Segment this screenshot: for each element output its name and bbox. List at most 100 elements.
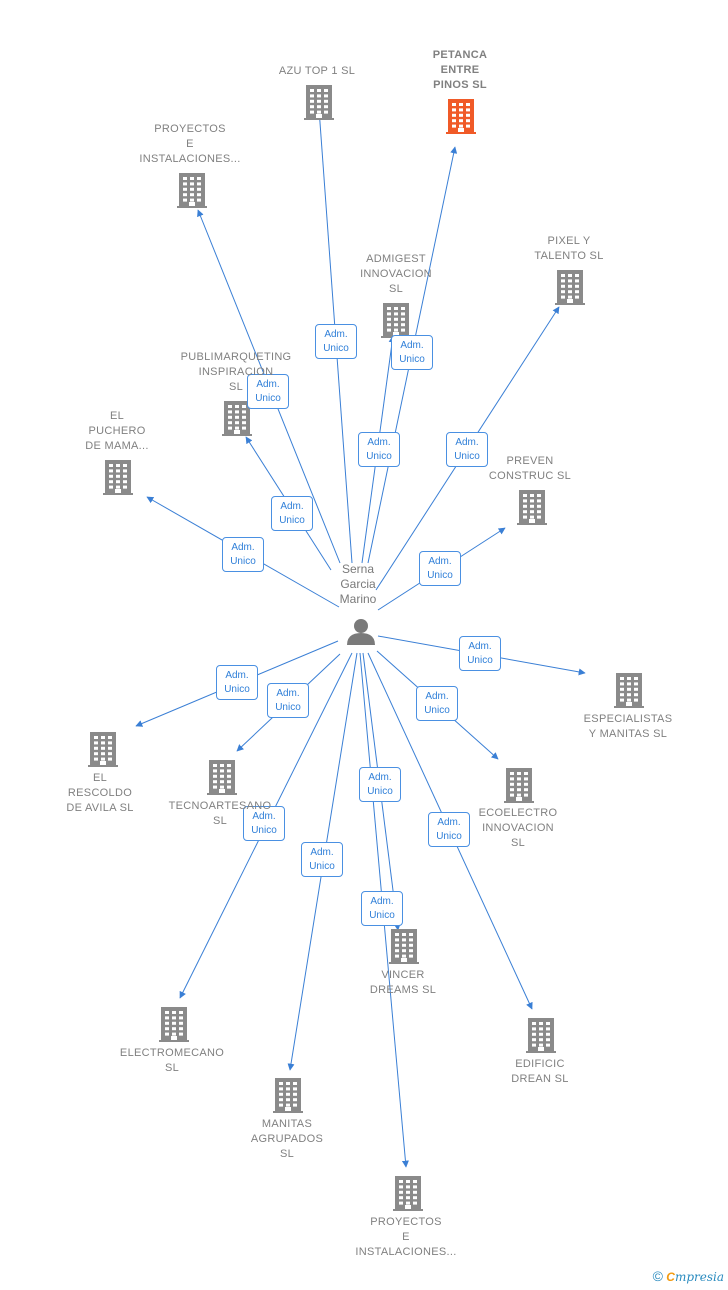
edge-label-line: Unico bbox=[230, 556, 256, 567]
edge-label-line: Unico bbox=[399, 354, 425, 365]
company-label-line: MANITAS bbox=[261, 1118, 313, 1130]
edge-label-publimarqueting-inspiracion: Adm.Unico bbox=[271, 496, 313, 531]
edge-label-line: Unico bbox=[224, 684, 250, 695]
company-label-line: PINOS SL bbox=[433, 79, 487, 91]
company-label-line: ECOELECTRO bbox=[478, 807, 558, 819]
edge-label-tecnoartesano: Adm. Unico bbox=[267, 683, 309, 718]
edge-label-pixel-y-talento: Adm. Unico bbox=[446, 432, 488, 467]
company-label-line: INSTALACIONES... bbox=[139, 153, 241, 165]
edge-label-preven-construc: Adm.Unico bbox=[419, 551, 461, 586]
edge-label-line: Unico bbox=[323, 343, 349, 354]
company-label-line: EL bbox=[92, 772, 108, 784]
company-label-line: SL bbox=[164, 1062, 180, 1074]
company-label-especialistas-y-manitas[interactable]: ESPECIALISTAS Y MANITAS SL bbox=[584, 712, 673, 742]
company-label-proyectos-instalaciones-bottom[interactable]: PROYECTOS E INSTALACIONES... bbox=[355, 1215, 456, 1260]
edge-label-line: Adm. bbox=[370, 896, 394, 907]
company-label-line: Y MANITAS SL bbox=[588, 728, 668, 740]
company-label-line: PREVEN bbox=[506, 455, 554, 467]
edge-label-el-puchero-de-mama: Adm. Unico bbox=[222, 537, 264, 572]
company-label-line: DE MAMA... bbox=[85, 440, 149, 452]
company-label-tecnoartesano[interactable]: TECNOARTESANO SL bbox=[169, 799, 272, 829]
company-label-petanca-entre-pinos[interactable]: PETANCA ENTRE PINOS SL bbox=[433, 48, 487, 93]
company-label-line: E bbox=[186, 138, 194, 150]
edge-label-line: Adm. bbox=[455, 437, 479, 448]
company-label-azu-top-1[interactable]: AZU TOP 1 SL bbox=[279, 64, 355, 79]
edge-label-line: Unico bbox=[454, 451, 480, 462]
edge-label-line: Adm. bbox=[425, 691, 449, 702]
company-label-line: EDIFICIC bbox=[515, 1058, 565, 1070]
company-label-line: INNOVACION bbox=[360, 268, 432, 280]
edge-label-line: Unico bbox=[367, 786, 393, 797]
edge-label-line: Adm. bbox=[256, 379, 280, 390]
company-label-line: PROYECTOS bbox=[370, 1216, 442, 1228]
company-label-line: SL bbox=[228, 381, 244, 393]
company-label-line: PROYECTOS bbox=[154, 123, 226, 135]
company-label-proyectos-instalaciones-top[interactable]: PROYECTOS E INSTALACIONES... bbox=[139, 122, 240, 167]
edge-label-line: Adm. bbox=[231, 542, 255, 553]
company-label-line: PUBLIMARQUETING bbox=[180, 351, 292, 363]
company-label-line: AGRUPADOS bbox=[250, 1133, 324, 1145]
edge-label-line: Unico bbox=[309, 861, 335, 872]
company-label-line: ENTRE bbox=[440, 64, 480, 76]
company-label-electromecano[interactable]: ELECTROMECANO SL bbox=[120, 1046, 224, 1076]
building-icon-electromecano bbox=[159, 1007, 189, 1042]
building-icon-admigest-innovacion bbox=[381, 303, 411, 338]
building-icon-pixel-y-talento bbox=[555, 270, 585, 305]
company-label-line: INSTALACIONES... bbox=[355, 1246, 457, 1258]
company-label-line: PIXEL Y bbox=[547, 235, 591, 247]
edge-label-especialistas-y-manitas: Adm.Unico bbox=[459, 636, 501, 671]
company-label-line: ESPECIALISTAS bbox=[583, 713, 673, 725]
edge-label-line: Adm. bbox=[400, 340, 424, 351]
company-label-line: ADMIGEST bbox=[366, 253, 426, 265]
edge-label-line: Unico bbox=[427, 570, 453, 581]
edge-label-line: Unico bbox=[424, 705, 450, 716]
building-icon-vincer-dreams bbox=[389, 929, 419, 964]
building-icon-petanca-entre-pinos bbox=[446, 99, 476, 134]
building-icon-especialistas-y-manitas bbox=[614, 673, 644, 708]
brand-initial: C bbox=[666, 1270, 675, 1284]
brand-name: mpresia bbox=[674, 1270, 724, 1284]
company-label-line: DE AVILA SL bbox=[66, 802, 134, 814]
building-icon-publimarqueting-inspiracion bbox=[222, 401, 252, 436]
edge-label-line: Adm. bbox=[367, 437, 391, 448]
person-name-line: Garcia bbox=[340, 577, 376, 591]
company-label-line: DREAN SL bbox=[511, 1073, 569, 1085]
company-label-line: TECNOARTESANO bbox=[168, 800, 272, 812]
building-icon-proyectos-instalaciones-top bbox=[177, 173, 207, 208]
brand-footer: © Cmpresia bbox=[653, 1268, 724, 1284]
edge-label-proyectos-instalaciones-top: Adm.Unico bbox=[247, 374, 289, 409]
company-label-line: SL bbox=[212, 815, 228, 827]
company-label-line: PUCHERO bbox=[88, 425, 146, 437]
company-label-edificic-drean[interactable]: EDIFICIC DREAN SL bbox=[511, 1057, 568, 1087]
building-icon-preven-construc bbox=[517, 490, 547, 525]
edge-label-proyectos-instalaciones-bottom: Adm.Unico bbox=[361, 891, 403, 926]
company-label-line: INNOVACION bbox=[482, 822, 554, 834]
edge-label-azu-top-1: Adm. Unico bbox=[315, 324, 357, 359]
company-label-pixel-y-talento[interactable]: PIXEL Y TALENTO SL bbox=[534, 234, 603, 264]
edge-label-line: Unico bbox=[251, 825, 277, 836]
edge-label-line: Adm. bbox=[225, 670, 249, 681]
company-label-line: E bbox=[402, 1231, 410, 1243]
edge-label-line: Unico bbox=[275, 702, 301, 713]
company-label-line: ELECTROMECANO bbox=[119, 1047, 225, 1059]
building-icon-el-rescoldo-de-avila bbox=[88, 732, 118, 767]
company-label-line: VINCER bbox=[381, 969, 425, 981]
edge-label-line: Adm. bbox=[276, 688, 300, 699]
company-label-line: PETANCA bbox=[432, 49, 488, 61]
edge-label-electromecano: Adm.Unico bbox=[243, 806, 285, 841]
edge-label-petanca-entre-pinos: Adm. Unico bbox=[391, 335, 433, 370]
edge-label-line: Adm. bbox=[324, 329, 348, 340]
edge-label-line: Unico bbox=[436, 831, 462, 842]
company-label-line: TALENTO SL bbox=[534, 250, 604, 262]
edge-label-ecoelectro-innovacion: Adm. Unico bbox=[416, 686, 458, 721]
